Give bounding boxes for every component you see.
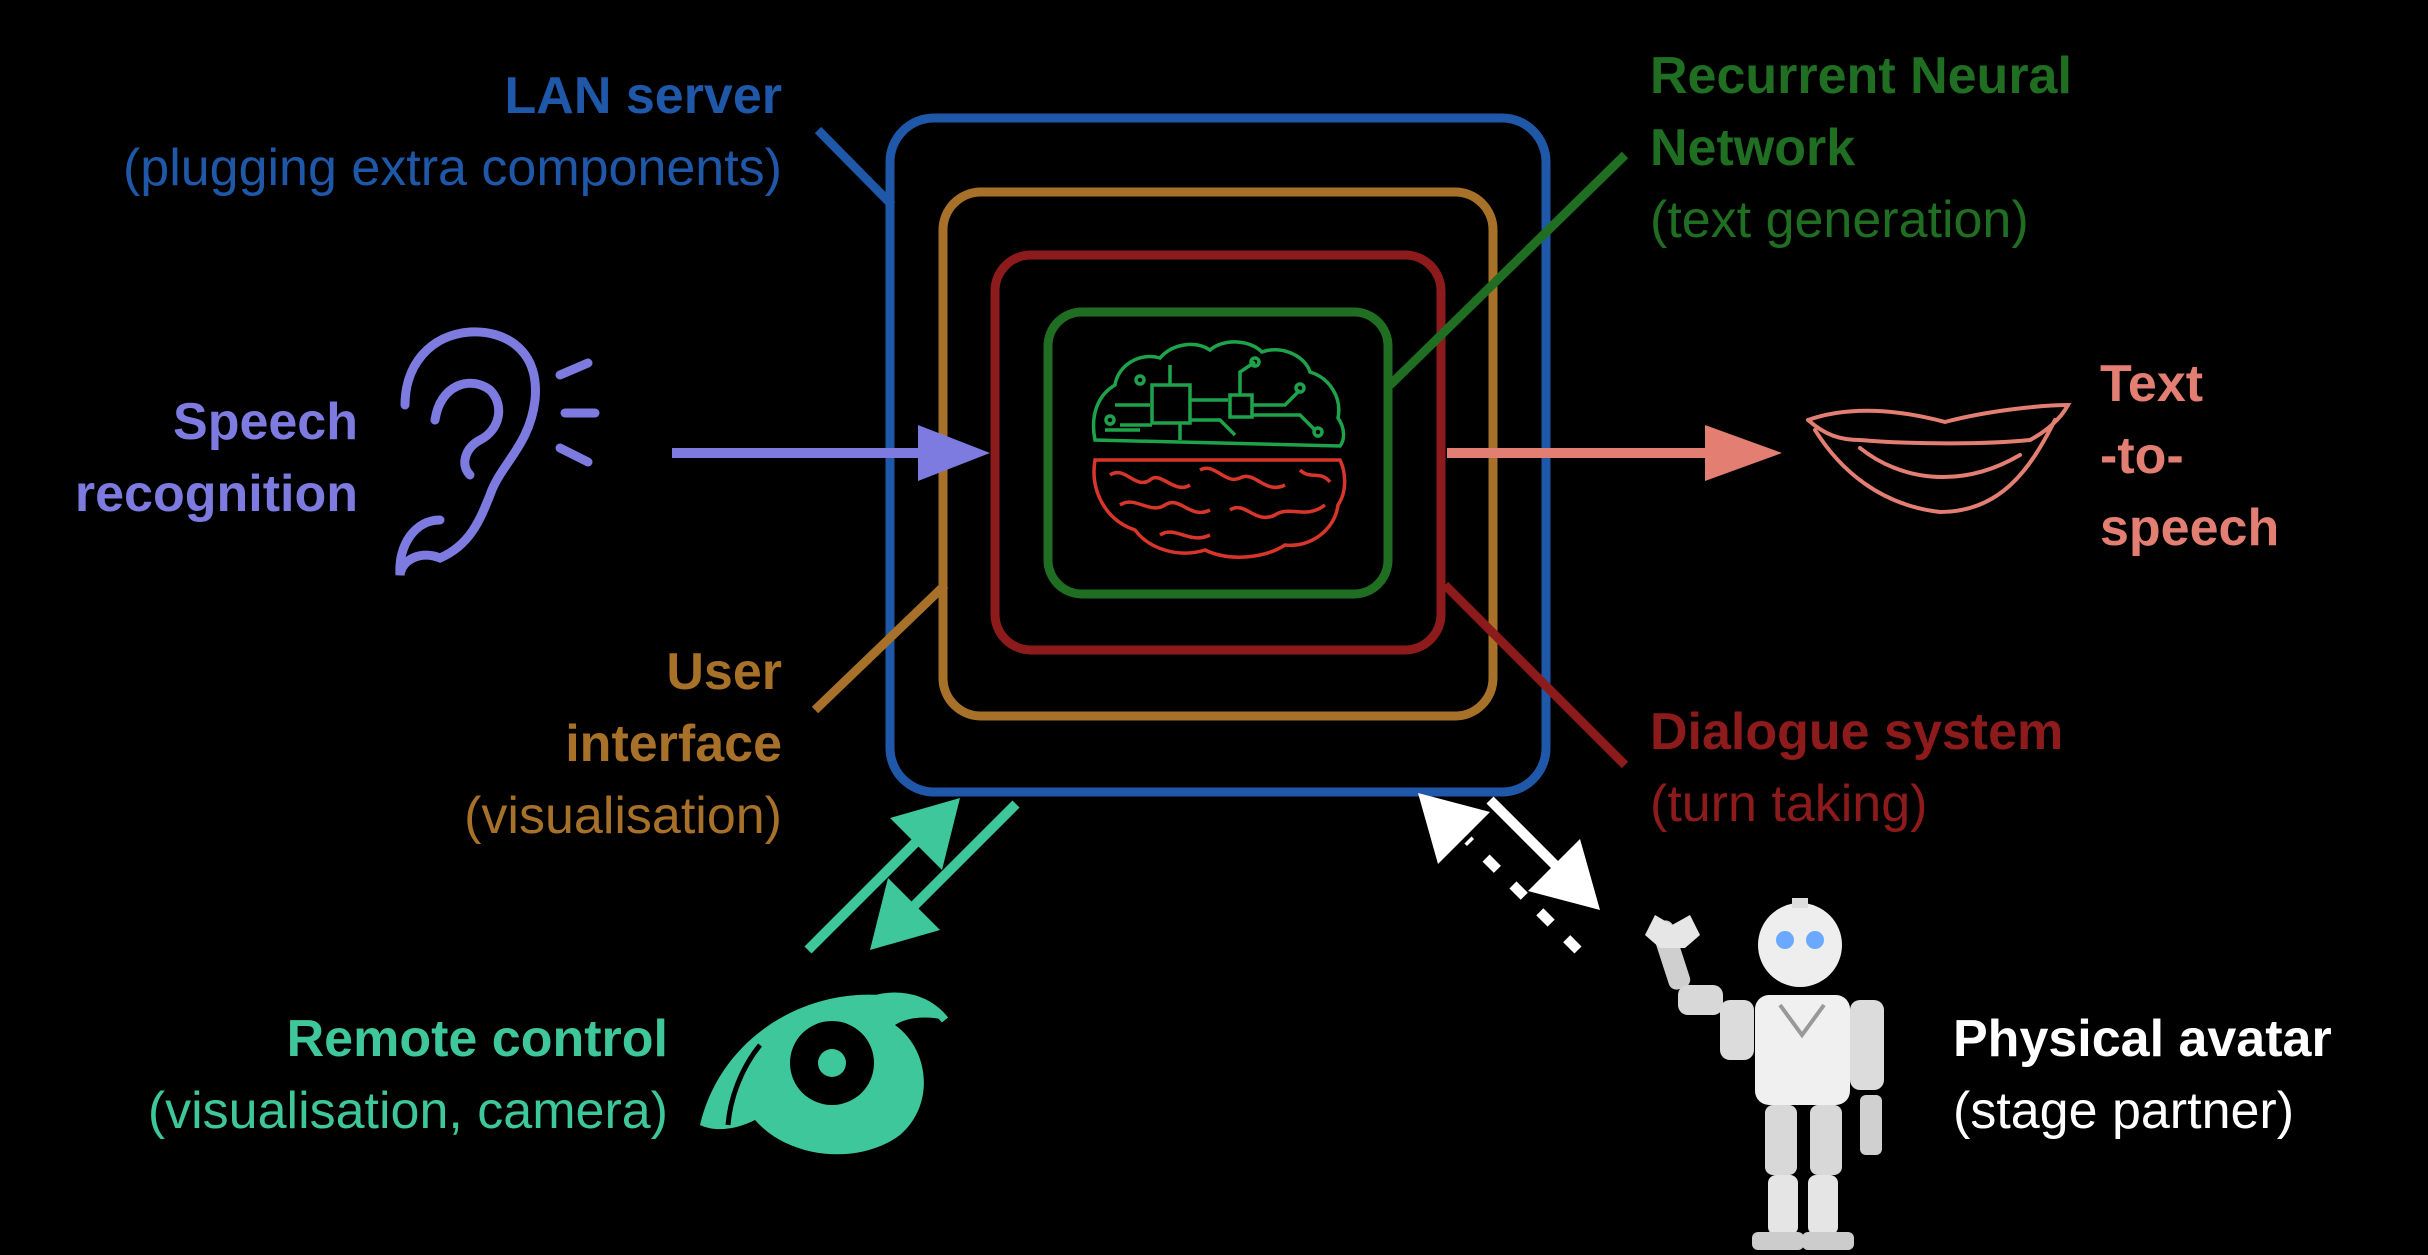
lan-leader-line [814,126,896,209]
brain-circuit-icon [1091,340,1347,559]
dialogue-system-label: Dialogue system (turn taking) [1650,696,2063,840]
rnn-box [1043,307,1393,599]
lan-server-title: LAN server [504,67,782,125]
speech-input-arrow [672,425,990,481]
eye-icon [700,992,949,1155]
rnn-subtitle: (text generation) [1650,191,2029,249]
ui-subtitle: (visualisation) [464,787,782,845]
speech-line1: Speech [173,393,358,451]
rnn-title-line1: Recurrent Neural [1650,47,2072,105]
rnn-title-line2: Network [1650,119,1856,177]
rnn-leader-line [1386,151,1629,389]
lan-server-subtitle: (plugging extra components) [122,139,782,197]
tts-output-arrow [1447,425,1782,481]
dialogue-system-box [990,250,1446,655]
remote-title: Remote control [286,1010,668,1068]
remote-control-label: Remote control (visualisation, camera) [0,1003,668,1147]
physical-avatar-label: Physical avatar (stage partner) [1953,1003,2332,1147]
avatar-title: Physical avatar [1953,1010,2332,1068]
tts-line1: Text [2100,355,2204,413]
ear-icon [395,327,600,577]
brain-bottom-folds [1092,458,1347,559]
tts-line2: -to- [2100,427,2184,485]
lips-icon [1806,402,2072,515]
remote-control-arrows [804,798,1020,954]
avatar-subtitle: (stage partner) [1953,1082,2295,1140]
speech-recognition-label: Speech recognition [0,386,358,530]
ui-line1: User [666,643,782,701]
speech-line2: recognition [74,465,358,523]
avatar-arrows [1418,793,1600,954]
user-interface-label: User interface (visualisation) [0,636,782,852]
tts-label: Text -to- speech [2100,348,2279,564]
brain-top-circuit [1091,340,1346,448]
robot-icon [1645,898,1884,1250]
dialogue-subtitle: (turn taking) [1650,775,1928,833]
dialogue-leader-line [1441,581,1629,769]
tts-line3: speech [2100,499,2280,557]
dialogue-title: Dialogue system [1650,703,2064,761]
remote-subtitle: (visualisation, camera) [147,1082,668,1140]
ui-line2: interface [565,715,782,773]
lan-server-label: LAN server (plugging extra components) [0,60,782,204]
rnn-label: Recurrent Neural Network (text generatio… [1650,40,2072,256]
ui-leader-line [811,581,949,714]
